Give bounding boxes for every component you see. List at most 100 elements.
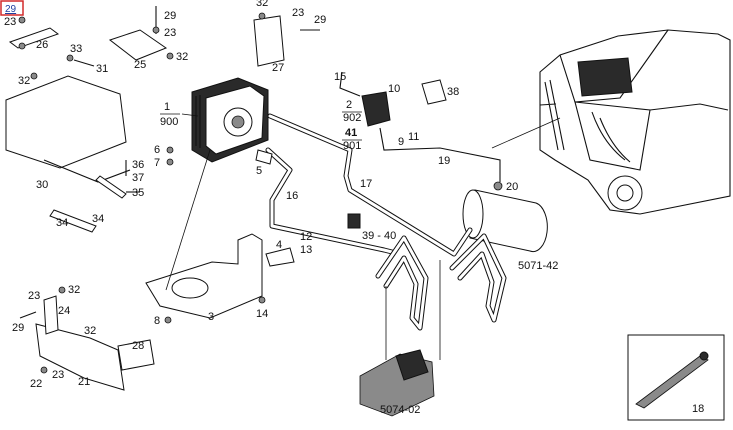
exhaust-loops — [375, 233, 507, 360]
label-21: 21 — [78, 376, 90, 388]
exhaust-loop-left-inner — [376, 236, 428, 330]
plate-25 — [108, 29, 168, 61]
label-18: 18 — [692, 403, 704, 415]
corner-tag-label: 29 — [5, 4, 17, 15]
label-31: 31 — [96, 63, 108, 75]
label-10: 10 — [388, 83, 400, 95]
bolt-29c — [19, 311, 37, 319]
label-41: 41 — [345, 127, 357, 139]
washer-32a — [18, 42, 26, 50]
label-3: 3 — [208, 311, 214, 323]
label-13: 13 — [300, 244, 312, 256]
label-25: 25 — [134, 59, 146, 71]
part-7 — [166, 158, 174, 166]
label-35: 35 — [132, 187, 144, 199]
label-29: 29 — [164, 10, 176, 22]
label-1: 1 — [164, 101, 170, 113]
tray-30 — [5, 75, 127, 169]
mounting-plate-body — [145, 233, 263, 319]
fuel-tank-end — [462, 189, 484, 239]
cable-tie-inset[interactable] — [627, 334, 725, 421]
heater-fan-hub — [231, 115, 245, 129]
label-39-40: 39 - 40 — [362, 230, 396, 242]
corner-tag[interactable]: 29 — [0, 0, 24, 16]
heater-unit[interactable] — [181, 77, 269, 163]
label-23: 23 — [4, 16, 16, 28]
strip-34a — [49, 209, 97, 233]
label-23: 23 — [52, 369, 64, 381]
washer-32d — [30, 72, 38, 80]
label-14: 14 — [256, 308, 268, 320]
label-8: 8 — [154, 315, 160, 327]
vehicle-duct-2 — [599, 117, 631, 163]
label-30: 30 — [36, 179, 48, 191]
part-28 — [117, 339, 155, 371]
tray-30-lip — [43, 159, 131, 183]
vehicle-door-lines — [539, 79, 565, 151]
nut-23b — [152, 26, 160, 34]
vehicle-roof-box — [577, 57, 633, 97]
vehicle-duct — [591, 111, 626, 161]
bolt-22 — [40, 366, 48, 374]
label-16: 16 — [286, 190, 298, 202]
washer-32e — [58, 286, 66, 294]
cable-tie-head — [699, 351, 709, 361]
label-32: 32 — [256, 0, 268, 9]
label-23: 23 — [164, 27, 176, 39]
bracket-38 — [421, 79, 447, 105]
label-27: 27 — [272, 62, 284, 74]
label-901: 901 — [343, 140, 361, 152]
nut-33 — [66, 54, 74, 62]
cable-tie — [635, 355, 709, 409]
tube-16[interactable] — [265, 147, 395, 255]
washer-32b — [166, 52, 174, 60]
label-32: 32 — [84, 325, 96, 337]
label-5: 5 — [256, 165, 262, 177]
bracket-21 — [35, 323, 125, 391]
label-34: 34 — [56, 217, 68, 229]
label-6: 6 — [154, 144, 160, 156]
tube-17[interactable] — [267, 113, 473, 257]
label-38: 38 — [447, 86, 459, 98]
pipe-15 — [339, 71, 361, 97]
vehicle-cab-panel — [574, 101, 651, 171]
label-37: 37 — [132, 172, 144, 184]
bolt-8 — [164, 316, 172, 324]
heater-leader — [181, 113, 199, 117]
label-32: 32 — [176, 51, 188, 63]
control-unit[interactable]: 5074-02 — [359, 349, 435, 417]
mounting-plate-hole — [171, 277, 209, 299]
plate-to-heater-leader — [165, 149, 211, 291]
vehicle-roof-line — [559, 29, 669, 103]
label-4: 4 — [276, 239, 282, 251]
vehicle-wheel-hub — [616, 184, 634, 202]
label-17: 17 — [360, 178, 372, 190]
sensor-4 — [265, 247, 295, 267]
tube-16-inner — [266, 148, 394, 254]
tube-17-inner — [268, 114, 472, 256]
label-24: 24 — [58, 305, 70, 317]
label-12: 12 — [300, 231, 312, 243]
fasteners — [5, 6, 503, 391]
clamp-39-40 — [347, 213, 361, 229]
bolt-31 — [73, 59, 95, 67]
label-36: 36 — [132, 159, 144, 171]
strip-34b — [95, 175, 127, 199]
label-19: 19 — [438, 155, 450, 167]
part-5 — [255, 149, 273, 165]
label-902: 902 — [343, 112, 361, 124]
label-26: 26 — [36, 39, 48, 51]
bracket-27 — [253, 15, 285, 67]
label-22: 22 — [30, 378, 42, 390]
label-5071-42: 5071-42 — [518, 260, 558, 272]
label-9: 9 — [398, 136, 404, 148]
fuel-tank-body — [469, 189, 548, 253]
mounting-plate[interactable] — [145, 149, 263, 319]
vehicle-body — [539, 29, 731, 215]
label-23: 23 — [28, 290, 40, 302]
corner-tag-frame — [0, 0, 24, 16]
fitting-20 — [493, 181, 503, 191]
nut-23a — [18, 16, 26, 24]
fuel-tank[interactable]: 5071-42 — [462, 189, 558, 272]
label-33: 33 — [70, 43, 82, 55]
